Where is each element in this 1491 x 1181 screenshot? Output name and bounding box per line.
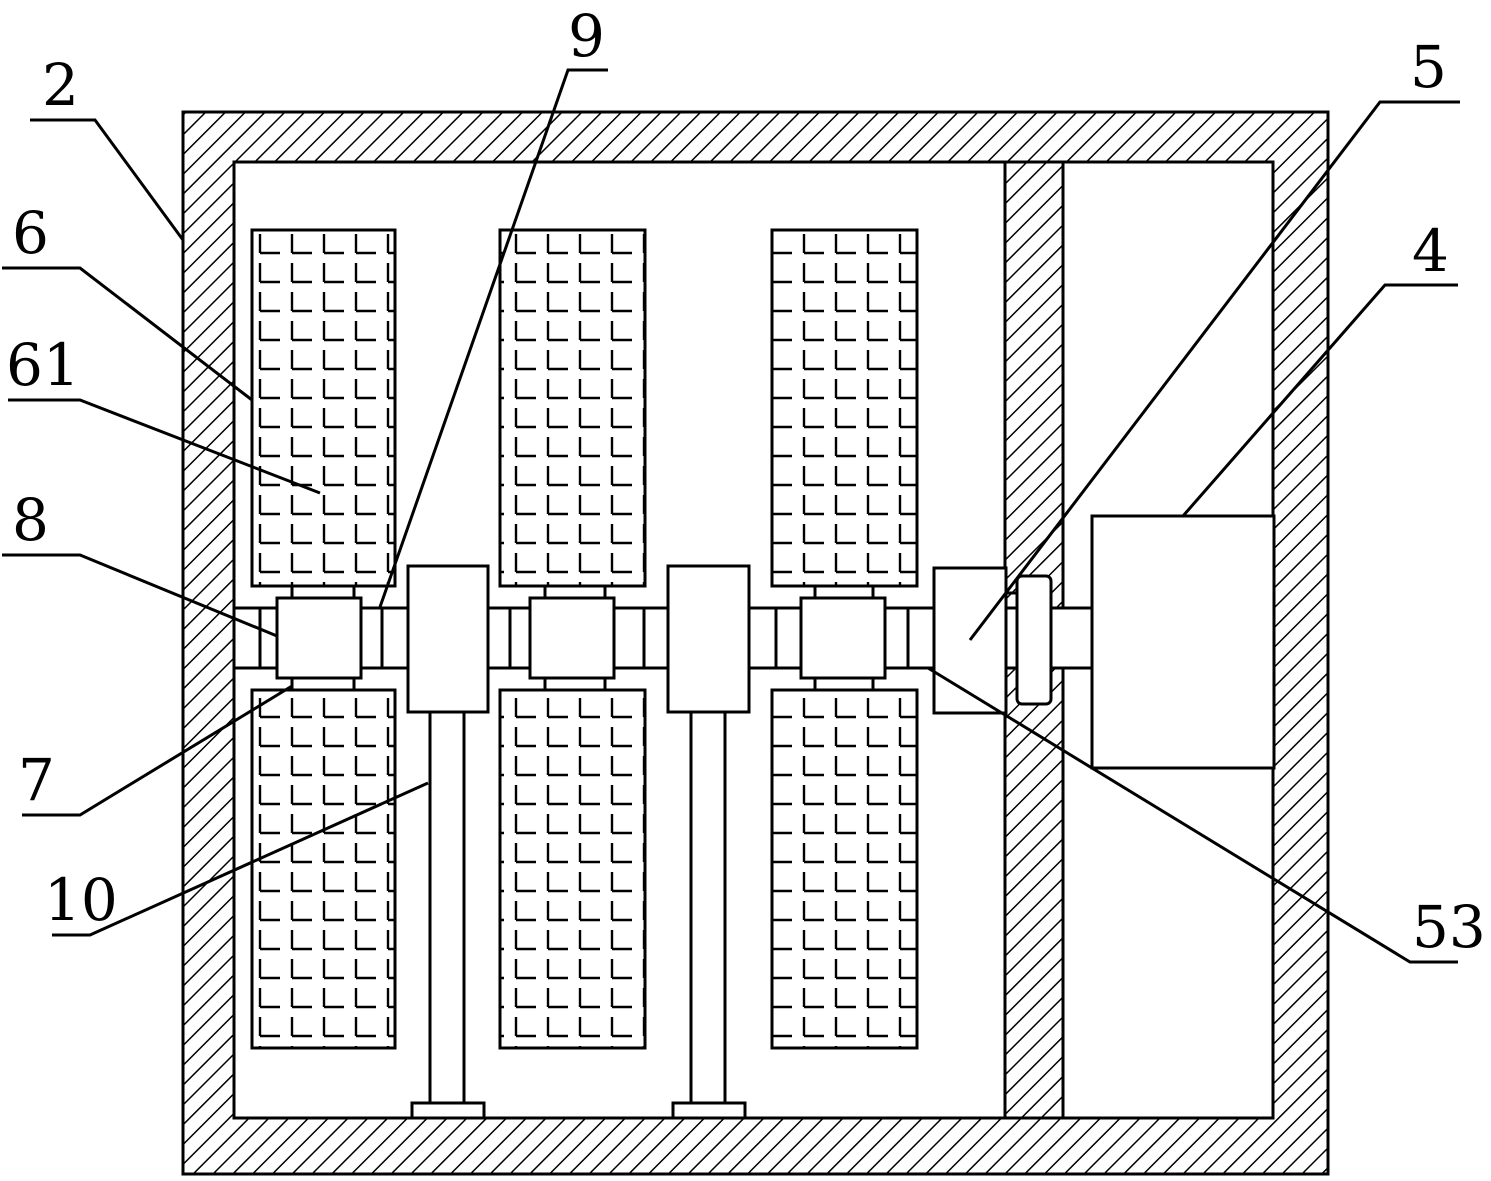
hub-block xyxy=(799,596,887,680)
label-53: 53 xyxy=(1412,893,1486,961)
solar-panel xyxy=(770,228,919,588)
label-6: 6 xyxy=(12,199,49,267)
label-61: 61 xyxy=(6,331,80,399)
coupling-disc xyxy=(1015,574,1053,706)
label-5: 5 xyxy=(1410,33,1447,101)
hub-block xyxy=(528,596,616,680)
label-9: 9 xyxy=(568,2,605,70)
solar-panel-grid-group xyxy=(250,228,919,1050)
support-post xyxy=(428,712,727,1103)
solar-panel xyxy=(498,228,647,588)
label-4: 4 xyxy=(1412,217,1449,285)
solar-panel xyxy=(498,688,647,1050)
post-base xyxy=(410,1101,486,1120)
label-8: 8 xyxy=(12,486,49,554)
label-7: 7 xyxy=(18,746,55,814)
coupling-block xyxy=(932,566,1008,715)
solar-panel xyxy=(770,688,919,1050)
leader-lines xyxy=(2,68,1460,964)
motor xyxy=(1090,514,1276,770)
solar-panel xyxy=(250,688,397,1050)
solar-panel xyxy=(250,228,397,588)
bearing-block xyxy=(666,564,751,714)
label-2: 2 xyxy=(42,51,79,119)
shaft-segment-lines xyxy=(258,608,910,668)
hub-block xyxy=(275,596,363,680)
post-base xyxy=(671,1101,747,1120)
housing-wall xyxy=(181,110,1330,1176)
label-10: 10 xyxy=(44,866,118,934)
bearing-block xyxy=(406,564,490,714)
